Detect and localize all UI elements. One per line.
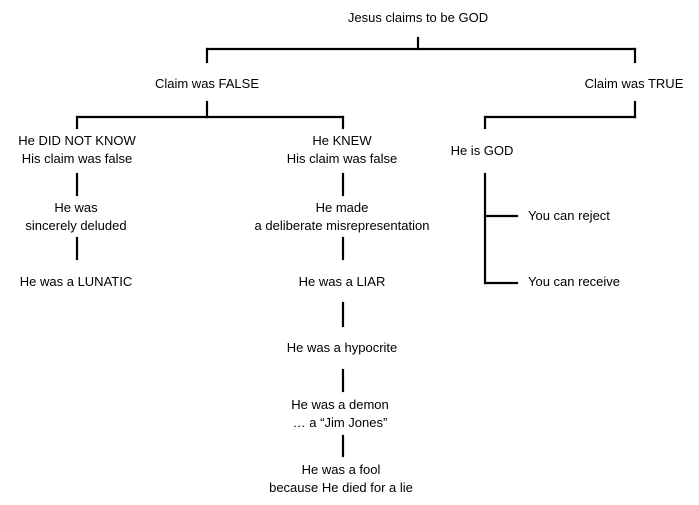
hypocrite-node: He was a hypocrite [286, 340, 398, 355]
misrep-line-1: He made [315, 200, 369, 215]
deluded-line-1: He was [54, 200, 98, 215]
demon-line-2: … a “Jim Jones” [292, 415, 388, 430]
fool-line-1: He was a fool [301, 462, 381, 477]
misrep-line-2: a deliberate misrepresentation [254, 218, 430, 233]
deluded-node: He was sincerely deluded [25, 199, 126, 235]
misrep-node: He made a deliberate misrepresentation [255, 199, 430, 235]
knew-line-1: He KNEW [312, 133, 372, 148]
demon-line-1: He was a demon [291, 397, 389, 412]
knew-node: He KNEW His claim was false [287, 132, 398, 168]
fool-node: He was a fool because He died for a lie [269, 461, 413, 497]
did-not-know-line-2: His claim was false [21, 151, 133, 166]
fool-line-2: because He died for a lie [269, 480, 413, 495]
deluded-line-2: sincerely deluded [25, 218, 127, 233]
receive-node: You can receive [528, 274, 621, 289]
claim-false-node: Claim was FALSE [154, 76, 260, 91]
reject-node: You can reject [528, 208, 610, 223]
is-god-node: He is GOD [450, 143, 514, 158]
liar-node: He was a LIAR [298, 274, 386, 289]
claim-true-node: Claim was TRUE [584, 76, 684, 91]
did-not-know-node: He DID NOT KNOW His claim was false [18, 132, 136, 168]
demon-node: He was a demon … a “Jim Jones” [291, 396, 389, 432]
root-node: Jesus claims to be GOD [347, 10, 489, 25]
lunatic-node: He was a LUNATIC [19, 274, 133, 289]
did-not-know-line-1: He DID NOT KNOW [18, 133, 136, 148]
knew-line-2: His claim was false [286, 151, 398, 166]
